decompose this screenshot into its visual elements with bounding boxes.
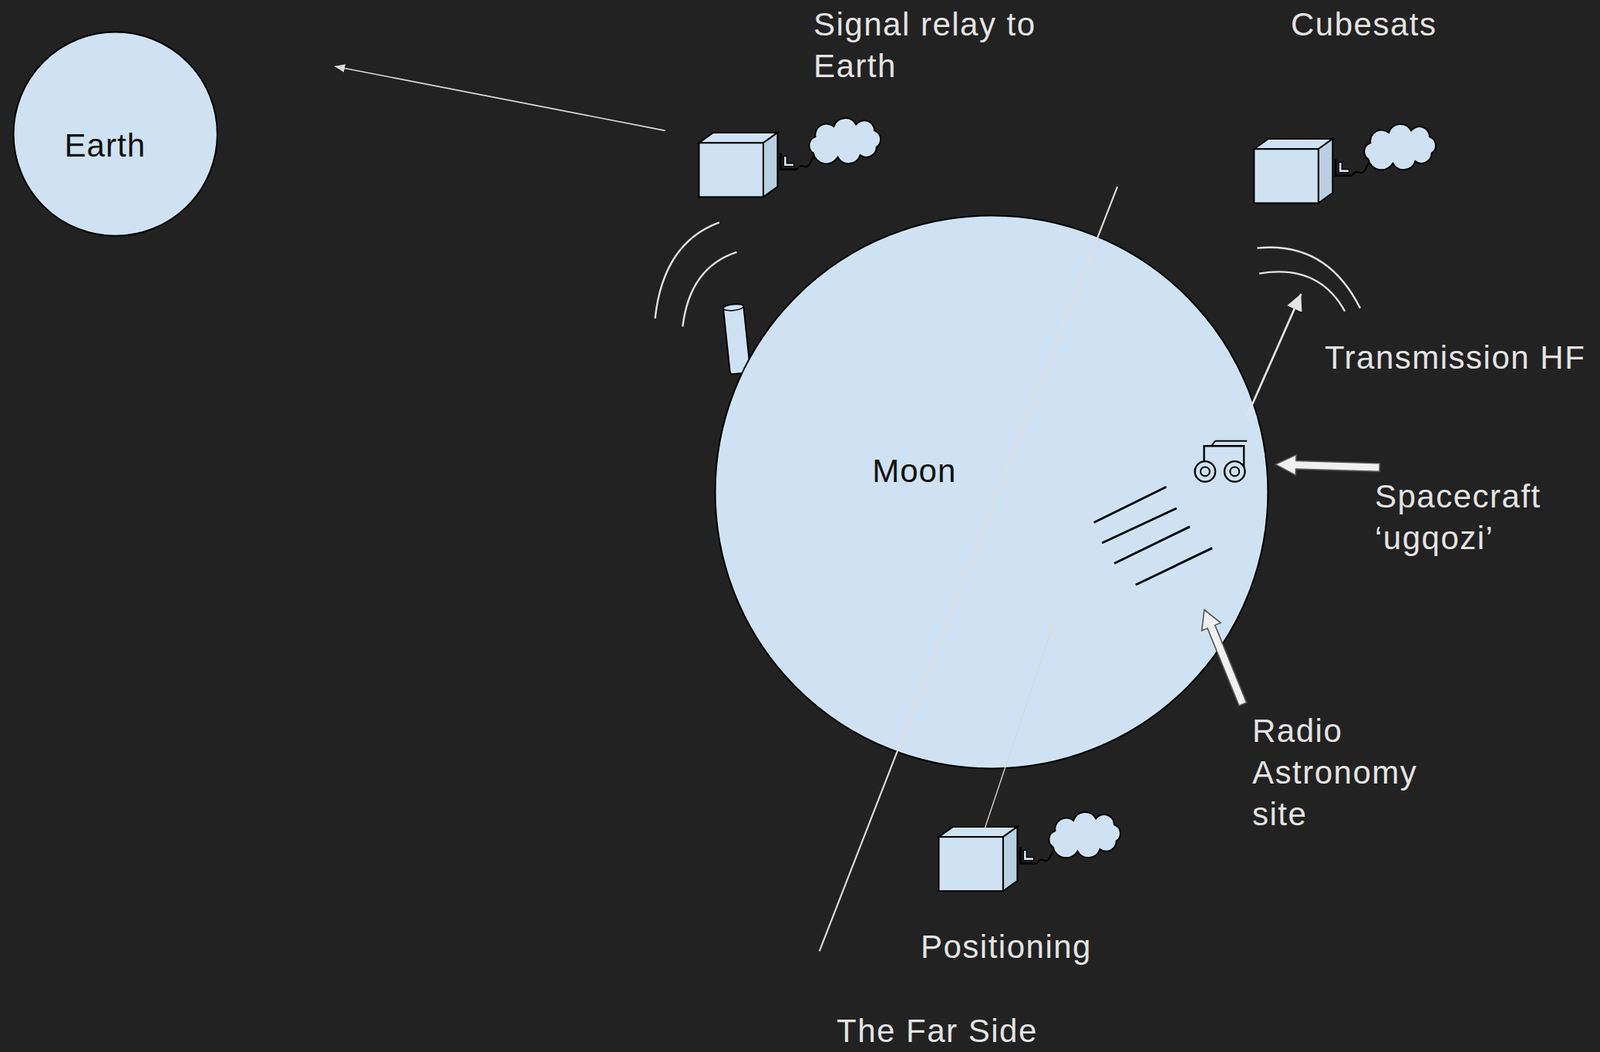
antenna-top (723, 303, 745, 312)
radio-wave (1256, 247, 1361, 309)
annotation-label: Cubesats (1290, 3, 1437, 46)
transmission-arrow (1246, 293, 1301, 417)
callout-arrow (1275, 454, 1381, 478)
node-circle (715, 215, 1269, 768)
radio-wave (1259, 271, 1345, 311)
cubesat (1253, 124, 1436, 203)
radio-wave (655, 222, 720, 318)
positioning-cubesat (938, 811, 1121, 891)
annotation-label: Radio Astronomy site (1252, 710, 1438, 836)
annotation-label: The Far Side (836, 1010, 1038, 1052)
node-outline (714, 214, 1270, 770)
annotation-label: Spacecraft ‘ugqozi’ (1374, 475, 1591, 560)
radio-wave (682, 252, 737, 327)
planet-circle: Earth (12, 30, 219, 237)
annotation-label: Positioning (920, 926, 1092, 968)
relay-cubesat (698, 117, 881, 197)
node-label: Earth (64, 124, 146, 167)
relay-arrow (334, 66, 666, 131)
annotation-label: Transmission HF (1324, 336, 1586, 379)
node-circle (13, 31, 217, 236)
annotation-label: Signal relay to Earth (813, 3, 1061, 88)
node-label: Moon (872, 450, 957, 492)
moon-circle: Moon (714, 214, 1270, 770)
foreground-illustration (334, 66, 1380, 951)
